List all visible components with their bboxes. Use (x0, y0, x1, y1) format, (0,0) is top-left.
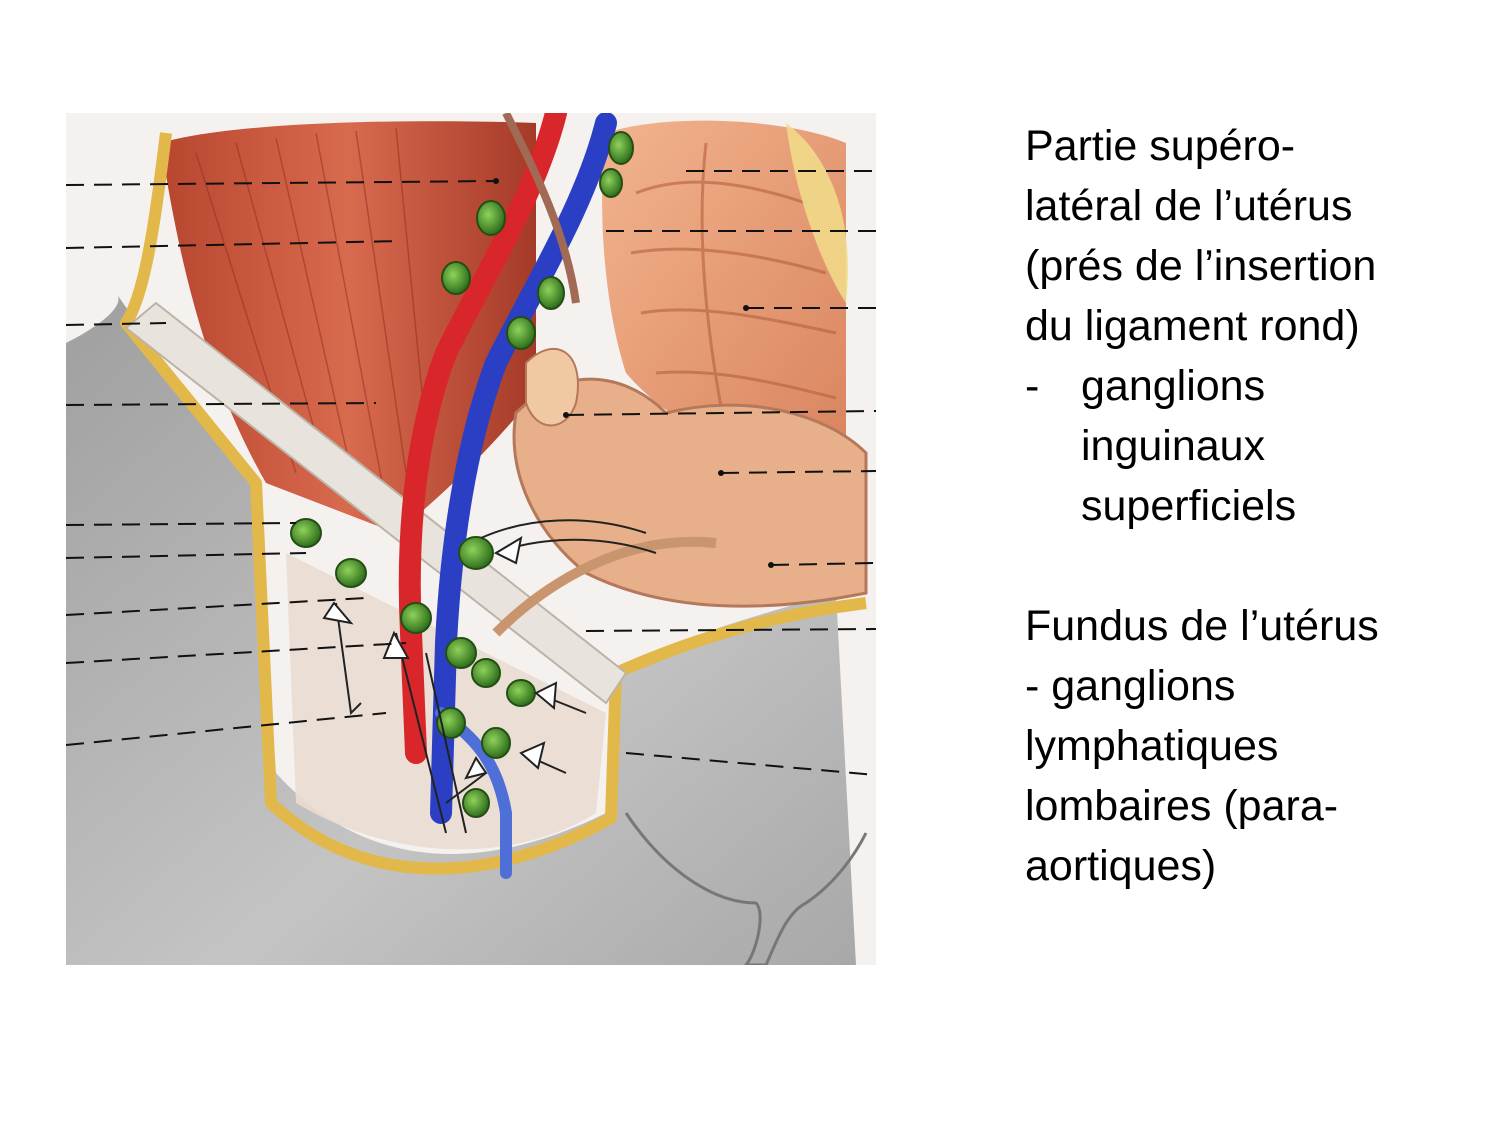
arrow-heads (322, 535, 558, 780)
caption-line: Fundus de l’utérus (1025, 602, 1379, 650)
section-spacer (1025, 536, 1485, 596)
bullet-text: ganglions inguinaux superficiels (1081, 356, 1296, 536)
external-iliac-artery (398, 113, 567, 764)
bullet-marker: - (1025, 362, 1040, 410)
lymph-node (506, 316, 536, 350)
vulva-outline (624, 812, 868, 965)
lymph-node (481, 727, 511, 759)
label-points (493, 178, 774, 568)
skin-surface (66, 293, 856, 965)
caption-text: Partie supéro- latéral de l’utérus (prés… (1025, 116, 1485, 896)
caption-line: Partie supéro- (1025, 122, 1296, 170)
bullet-line: ganglions (1081, 362, 1266, 410)
lymph-node (290, 518, 322, 548)
caption-line: lymphatiques (1025, 722, 1279, 770)
round-ligament (492, 536, 717, 637)
lymph-nodes (290, 131, 634, 818)
lymph-node (441, 261, 471, 295)
bullet-line: inguinaux (1081, 422, 1266, 470)
caption-bullet: - ganglions inguinaux superficiels (1025, 356, 1485, 536)
caption-line: aortiques) (1025, 842, 1217, 890)
muscle-fibers (195, 127, 427, 504)
anatomical-illustration (66, 113, 876, 965)
intestine-folds (630, 142, 837, 434)
lymph-node (400, 602, 432, 634)
caption-line: - ganglions (1025, 662, 1236, 710)
lymph-node (506, 679, 536, 707)
lymph-node (608, 131, 634, 165)
lymph-node (599, 168, 623, 198)
caption-line: (prés de l’insertion (1025, 242, 1377, 290)
caption-section-fundus: Fundus de l’utérus - ganglions lymphatiq… (1025, 596, 1485, 896)
uterine-tube-loop (525, 347, 579, 427)
lymph-node (335, 558, 367, 588)
ovarian-vessels (502, 113, 580, 304)
bullet-line: superficiels (1081, 482, 1297, 530)
lymph-node (458, 536, 494, 570)
caption-line: latéral de l’utérus (1025, 182, 1353, 230)
external-iliac-vein (430, 113, 617, 824)
caption-line: lombaires (para- (1025, 782, 1339, 830)
mesentery-fat (786, 123, 848, 303)
caption-line: du ligament rond) (1025, 302, 1360, 350)
lymph-node (537, 276, 565, 310)
lymph-node (476, 200, 506, 236)
abdominal-muscle (161, 121, 536, 534)
lymph-node (445, 637, 477, 669)
caption-section-superolateral: Partie supéro- latéral de l’utérus (prés… (1025, 116, 1485, 536)
lymph-node (471, 658, 501, 688)
leader-lines (66, 170, 876, 776)
lymph-node (462, 788, 490, 818)
